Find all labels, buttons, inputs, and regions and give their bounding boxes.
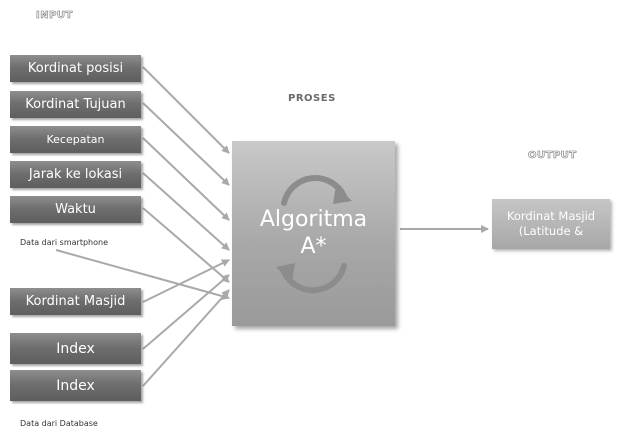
input-jarak-ke-lokasi: Jarak ke lokasi xyxy=(10,161,141,188)
output-label-line1: Kordinat Masjid xyxy=(506,209,596,223)
output-heading: OUTPUT xyxy=(528,150,577,162)
input-kordinat-tujuan: Kordinat Tujuan xyxy=(10,91,141,118)
input-kordinat-masjid: Kordinat Masjid xyxy=(10,288,141,315)
input-index-1: Index xyxy=(10,333,141,364)
output-box: Kordinat Masjid (Latitude & xyxy=(492,199,610,249)
arrow-kordinat-posisi xyxy=(142,66,230,154)
cycle-arrows-icon xyxy=(276,175,352,294)
process-box: Algoritma A* xyxy=(232,141,395,326)
process-heading: PROSES xyxy=(288,93,336,104)
arrow-kecepatan xyxy=(142,137,230,221)
process-label-line2: A* xyxy=(300,234,327,259)
arrow-index-2 xyxy=(142,289,230,387)
smartphone-note: Data dari smartphone xyxy=(20,238,109,247)
input-kordinat-posisi: Kordinat posisi xyxy=(10,55,141,82)
arrow-smartphone-to-process xyxy=(55,249,230,300)
output-label-line2: (Latitude & xyxy=(518,224,584,238)
input-index-2: Index xyxy=(10,370,141,401)
arrow-waktu xyxy=(142,207,230,283)
input-kecepatan: Kecepatan xyxy=(10,126,141,153)
arrow-jarak xyxy=(142,172,230,251)
input-waktu: Waktu xyxy=(10,196,141,223)
process-label-line1: Algoritma xyxy=(259,207,368,232)
arrow-kordinat-masjid xyxy=(142,259,230,303)
arrow-kordinat-tujuan xyxy=(142,102,230,186)
input-heading: INPUT xyxy=(36,10,73,22)
arrow-index-1 xyxy=(142,274,230,350)
database-note: Data dari Database xyxy=(20,419,98,428)
